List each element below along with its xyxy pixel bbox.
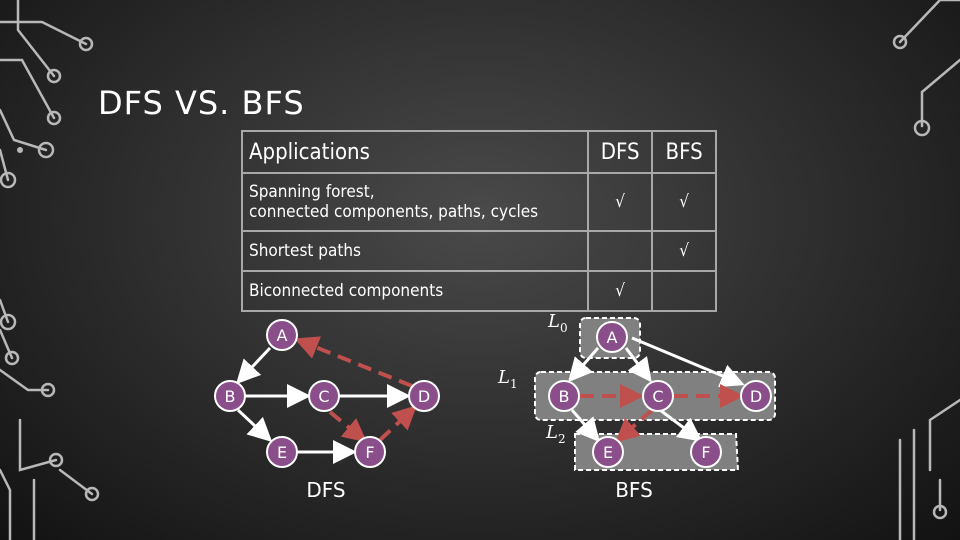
table-header-row: Applications DFS BFS <box>240 130 717 174</box>
bfs-edge <box>570 409 600 443</box>
svg-text:A: A <box>607 328 618 347</box>
bfs-caption: BFS <box>615 478 653 502</box>
row-dfs-check: √ <box>587 172 654 232</box>
svg-text:C: C <box>318 387 329 406</box>
bfs-level-2-label: L2 <box>545 422 566 446</box>
row-application: Biconnected components <box>240 270 590 312</box>
slide-title: DFS VS. BFS <box>98 84 305 122</box>
svg-text:B: B <box>225 387 236 406</box>
svg-text:E: E <box>277 443 287 462</box>
row-bfs-check <box>651 270 717 312</box>
dfs-node-a: A <box>266 319 298 351</box>
dfs-node-f: F <box>354 436 386 468</box>
row-dfs-check <box>587 230 654 272</box>
dfs-back-edge <box>294 336 413 388</box>
bfs-level-1-label: L1 <box>497 367 518 391</box>
row-application: Shortest paths <box>240 230 590 272</box>
table-row: Spanning forest, connected components, p… <box>240 172 717 232</box>
header-bfs: BFS <box>651 130 717 174</box>
dfs-caption: DFS <box>306 478 345 502</box>
bfs-node-b: B <box>548 380 580 412</box>
dfs-edges <box>235 336 417 464</box>
svg-text:D: D <box>418 387 430 406</box>
dfs-node-e: E <box>266 436 298 468</box>
row-application: Spanning forest, connected components, p… <box>240 172 590 232</box>
table-row: Shortest paths √ <box>240 230 717 272</box>
table-row: Biconnected components √ <box>240 270 717 312</box>
dfs-node-c: C <box>308 380 340 412</box>
bfs-edges <box>568 336 745 443</box>
svg-text:A: A <box>277 326 288 345</box>
dfs-edge <box>235 346 272 385</box>
bfs-cross-edge <box>615 408 654 443</box>
bfs-node-e: E <box>592 436 624 468</box>
bfs-node-c: C <box>642 380 674 412</box>
header-dfs: DFS <box>587 130 654 174</box>
row-bfs-check: √ <box>651 172 717 232</box>
svg-text:E: E <box>603 443 613 462</box>
applications-table: Applications DFS BFS Spanning forest, co… <box>240 130 717 312</box>
bfs-edge <box>631 336 745 387</box>
bfs-level-0-label: L0 <box>547 311 568 335</box>
row-dfs-check: √ <box>587 270 654 312</box>
bfs-node-d: D <box>740 380 772 412</box>
svg-text:B: B <box>559 387 570 406</box>
bfs-edge <box>659 408 703 442</box>
dfs-back-edge <box>378 405 417 442</box>
dfs-back-edge <box>328 410 368 443</box>
dfs-node-b: B <box>214 380 246 412</box>
svg-text:D: D <box>750 387 762 406</box>
bfs-node-a: A <box>596 321 628 353</box>
bfs-edge <box>568 347 600 383</box>
header-applications: Applications <box>240 130 590 174</box>
svg-text:F: F <box>701 443 710 462</box>
dfs-edge <box>236 408 273 443</box>
dfs-node-d: D <box>408 380 440 412</box>
svg-text:C: C <box>652 387 663 406</box>
bfs-node-f: F <box>690 436 722 468</box>
svg-text:F: F <box>365 443 374 462</box>
bfs-edge <box>624 347 652 383</box>
row-bfs-check: √ <box>651 230 717 272</box>
